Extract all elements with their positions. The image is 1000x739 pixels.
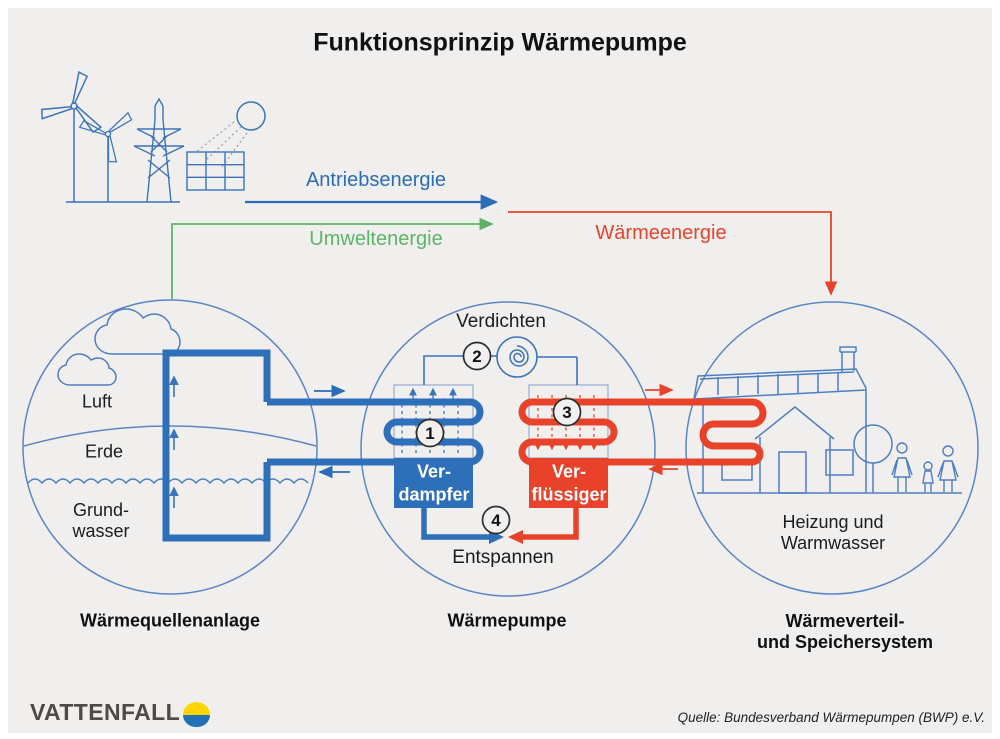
heating-hotwater-label: Heizung und Warmwasser bbox=[781, 512, 885, 554]
compress-label: Verdichten bbox=[456, 310, 546, 332]
distribution-caption-line1: Wärmeverteil- bbox=[785, 610, 905, 631]
step-1-badge bbox=[415, 418, 445, 448]
groundwater-label: Grund- wasser bbox=[72, 500, 129, 542]
step-3-badge bbox=[552, 397, 582, 427]
wind-turbines-icon bbox=[41, 70, 180, 203]
step-4-badge bbox=[481, 505, 511, 535]
compressor-spiral-icon bbox=[496, 336, 538, 378]
condenser-label-line1: Ver- bbox=[551, 461, 587, 482]
step-2-badge bbox=[462, 341, 492, 371]
source-pipe-loop bbox=[162, 349, 271, 542]
air-label: Luft bbox=[81, 391, 113, 412]
environment-energy-arrow bbox=[171, 217, 494, 299]
step-1-number: 1 bbox=[425, 424, 434, 443]
step-badges: 1 2 3 4 bbox=[415, 341, 582, 535]
step-3-number: 3 bbox=[562, 403, 571, 422]
groundwater-label-line2: wasser bbox=[72, 521, 130, 541]
heat-pump-caption: Wärmepumpe bbox=[447, 610, 567, 631]
evaporator-box bbox=[394, 458, 473, 508]
distribution-caption-line2: und Speichersystem bbox=[756, 632, 934, 652]
heat-source-caption: Wärmequellenanlage bbox=[79, 610, 261, 631]
expand-label: Entspannen bbox=[452, 546, 554, 568]
environment-energy-label: Umweltenergie bbox=[309, 228, 443, 251]
heat-energy-arrow bbox=[508, 211, 838, 296]
logo-yellow-half bbox=[183, 702, 210, 715]
condenser-box bbox=[529, 458, 608, 508]
distribution-circle bbox=[685, 301, 979, 595]
evaporator-coil bbox=[267, 398, 484, 466]
power-pylon-icon bbox=[133, 97, 185, 203]
step-4-number: 4 bbox=[491, 511, 501, 530]
drive-energy-label: Antriebsenergie bbox=[305, 169, 447, 192]
air-earth-boundary-line bbox=[23, 425, 317, 447]
source-credit: Quelle: Bundesverband Wärmepumpen (BWP) … bbox=[677, 710, 985, 725]
evaporator-label-line2: dampfer bbox=[398, 484, 470, 504]
family-icon bbox=[891, 442, 959, 492]
earth-label: Erde bbox=[84, 441, 124, 462]
condenser-label: Ver- flüssiger bbox=[531, 461, 606, 506]
step-2-number: 2 bbox=[472, 347, 481, 366]
condenser-label-line2: flüssiger bbox=[531, 484, 607, 504]
solar-panel-icon bbox=[186, 151, 245, 191]
groundwater-label-line1: Grund- bbox=[72, 499, 130, 520]
evaporator-label-line1: Ver- bbox=[416, 461, 452, 482]
heat-pump-circle bbox=[360, 301, 656, 597]
distribution-caption: Wärmeverteil- und Speichersystem bbox=[757, 611, 933, 653]
cloud-icon bbox=[57, 308, 181, 386]
tree-icon bbox=[853, 424, 893, 493]
evaporator-label: Ver- dampfer bbox=[398, 461, 469, 506]
vattenfall-wordmark: VATTENFALL bbox=[30, 699, 181, 725]
page-title: Funktionsprinzip Wärmepumpe bbox=[313, 28, 687, 57]
house-icon bbox=[693, 346, 962, 494]
heat-energy-label: Wärmeenergie bbox=[595, 222, 727, 245]
expansion-pipe-red bbox=[523, 508, 579, 540]
hot-flow-arrows bbox=[645, 383, 678, 476]
expansion-pipe-blue bbox=[421, 508, 489, 540]
condenser-radiator-coil bbox=[518, 398, 767, 466]
compressor-connectors bbox=[423, 355, 578, 385]
expansion-arrow-red bbox=[508, 530, 523, 544]
cold-flow-arrows bbox=[314, 384, 350, 479]
logo-blue-half bbox=[183, 714, 210, 727]
vattenfall-logo-icon bbox=[183, 702, 210, 727]
heating-label-line2: Warmwasser bbox=[780, 533, 886, 553]
heating-label-line1: Heizung und bbox=[782, 511, 884, 532]
heat-source-circle bbox=[22, 299, 318, 595]
